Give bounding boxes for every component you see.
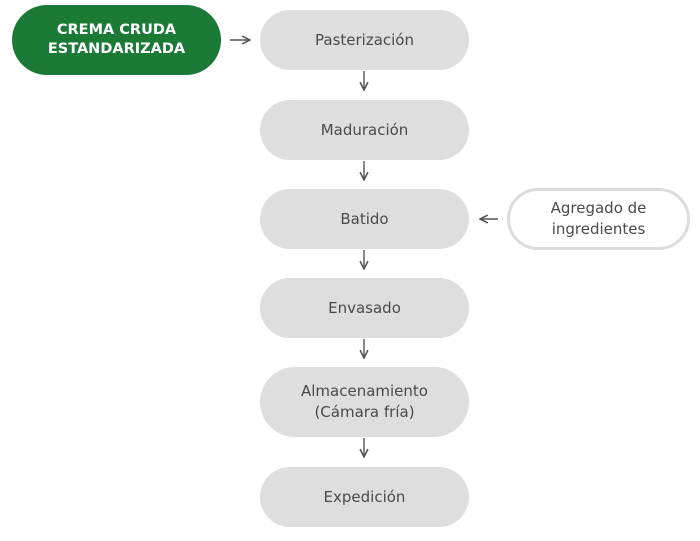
start-node-label: CREMA CRUDA ESTANDARIZADA xyxy=(47,22,186,57)
side-input-node: Agregado de ingredientes xyxy=(507,188,690,250)
step-envasado: Envasado xyxy=(260,278,469,338)
start-node: CREMA CRUDA ESTANDARIZADA xyxy=(12,5,221,75)
step-label: Batido xyxy=(340,209,389,228)
step-batido: Batido xyxy=(260,189,469,249)
step-label: Pasterización xyxy=(315,30,414,49)
step-label: Maduración xyxy=(320,120,409,139)
step-pasterizacion: Pasterización xyxy=(260,10,469,70)
step-maduracion: Maduración xyxy=(260,100,469,160)
side-input-label: Agregado de ingredientes xyxy=(550,199,647,238)
step-expedicion: Expedición xyxy=(260,467,469,527)
step-label: Almacenamiento (Cámara fría) xyxy=(301,382,428,421)
step-label: Envasado xyxy=(328,298,401,317)
step-label: Expedición xyxy=(323,487,406,506)
step-almacenamiento: Almacenamiento (Cámara fría) xyxy=(260,367,469,437)
